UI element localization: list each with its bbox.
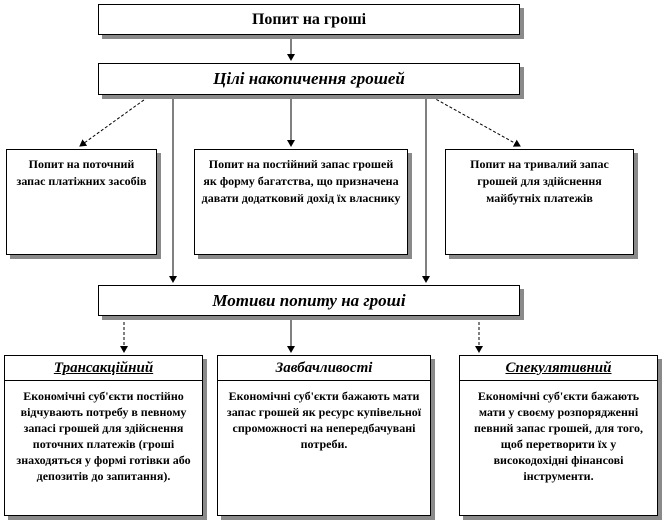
arrow-goals-to-left <box>79 96 149 147</box>
motive-column-precautionary: Завбачливості Економічні суб'єкти бажают… <box>217 355 431 516</box>
stock-box-permanent: Попит на постійний запас грошей як форму… <box>194 149 408 255</box>
motive-column-transactional: Трансакційний Економічні суб'єкти постій… <box>4 355 203 516</box>
accumulation-goals-box: Цілі накопичення грошей <box>98 63 520 95</box>
accumulation-goals-label: Цілі накопичення грошей <box>213 69 405 88</box>
motive-text-precautionary: Економічні суб'єкти бажають мати запас г… <box>226 389 422 451</box>
motive-text-transactional: Економічні суб'єкти постійно відчувають … <box>16 389 191 483</box>
motive-title-speculative-text: Спекулятивний <box>505 359 612 376</box>
motive-title-precautionary-text: Завбачливості <box>275 359 373 376</box>
demand-motives-box: Мотиви попиту на гроші <box>98 285 520 316</box>
money-demand-label: Попит на гроші <box>251 10 367 28</box>
stock-box-permanent-text: Попит на постійний запас грошей як форму… <box>201 157 401 205</box>
stock-box-long-term: Попит на тривалий запас грошей для здійс… <box>445 149 634 255</box>
motive-title-speculative: Спекулятивний <box>460 356 657 381</box>
motive-column-speculative: Спекулятивний Економічні суб'єкти бажают… <box>459 355 658 516</box>
demand-motives-label: Мотиви попиту на гроші <box>212 290 406 310</box>
arrow-goals-to-right <box>431 96 521 147</box>
motive-text-speculative: Економічні суб'єкти бажають мати у своєм… <box>473 389 644 483</box>
motive-title-precautionary: Завбачливості <box>218 356 430 381</box>
stock-box-long-term-text: Попит на тривалий запас грошей для здійс… <box>470 157 609 205</box>
stock-box-current: Попит на поточний запас платіжних засобі… <box>6 149 157 255</box>
motive-title-transactional: Трансакційний <box>5 356 202 381</box>
stock-box-current-text: Попит на поточний запас платіжних засобі… <box>16 157 147 188</box>
money-demand-box: Попит на гроші <box>98 4 520 35</box>
motive-title-transactional-text: Трансакційний <box>53 359 154 376</box>
